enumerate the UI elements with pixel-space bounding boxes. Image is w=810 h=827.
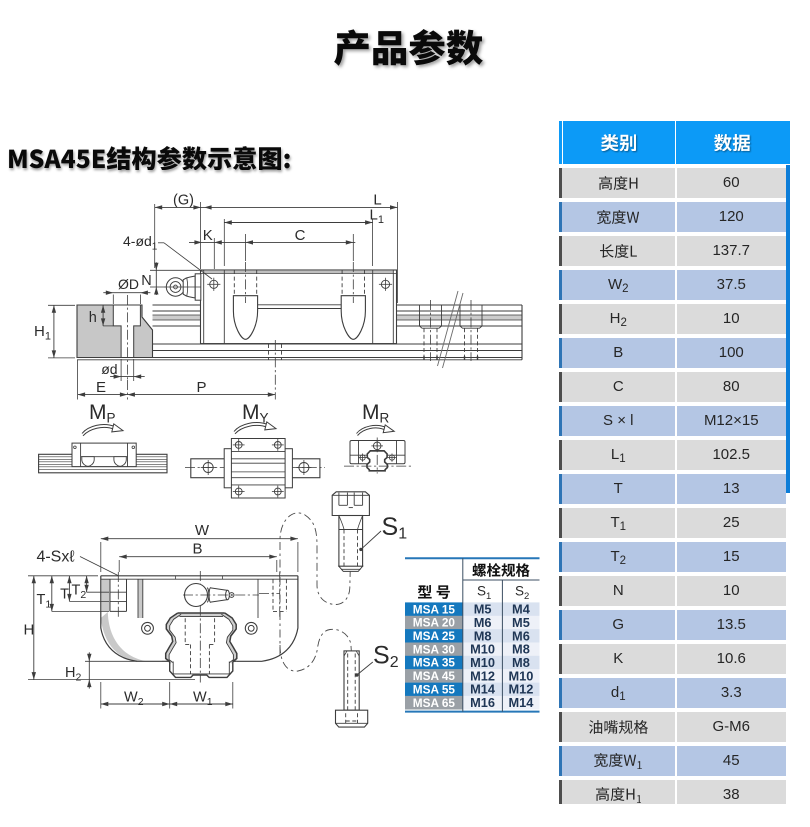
svg-text:H2: H2 [65, 665, 81, 684]
svg-text:T1: T1 [37, 592, 52, 611]
svg-text:C: C [295, 227, 306, 244]
svg-text:E: E [96, 379, 106, 396]
svg-text:MSA 25: MSA 25 [413, 629, 456, 643]
svg-text:ød: ød [101, 361, 117, 377]
svg-text:H1: H1 [34, 323, 51, 343]
svg-text:S1: S1 [382, 513, 408, 543]
svg-text:h: h [89, 310, 97, 326]
svg-text:B: B [192, 541, 202, 558]
svg-text:M10: M10 [470, 655, 495, 670]
svg-text:H: H [24, 622, 35, 639]
svg-text:MP: MP [89, 401, 116, 426]
svg-text:MY: MY [242, 401, 269, 426]
svg-text:M12: M12 [470, 668, 495, 683]
svg-text:4-Sxℓ: 4-Sxℓ [36, 549, 74, 566]
svg-text:M14: M14 [470, 682, 496, 697]
svg-text:M14: M14 [508, 695, 534, 710]
svg-text:MSA 45: MSA 45 [413, 669, 456, 683]
svg-text:MSA 30: MSA 30 [413, 642, 456, 656]
svg-text:M4: M4 [512, 602, 531, 617]
svg-text:T2: T2 [72, 583, 87, 602]
svg-text:M12: M12 [508, 682, 533, 697]
svg-text:W1: W1 [193, 690, 213, 709]
svg-text:M10: M10 [508, 668, 533, 683]
svg-text:M5: M5 [474, 602, 492, 617]
svg-text:M6: M6 [512, 628, 530, 643]
svg-text:S2: S2 [515, 584, 529, 603]
svg-text:M5: M5 [512, 615, 530, 630]
svg-text:ØD: ØD [118, 276, 139, 292]
svg-text:M8: M8 [512, 642, 530, 657]
svg-text:S1: S1 [477, 584, 491, 603]
svg-text:MR: MR [362, 401, 390, 426]
svg-text:MSA 15: MSA 15 [413, 602, 456, 616]
svg-text:K: K [203, 227, 213, 244]
svg-text:L1: L1 [370, 207, 384, 227]
svg-text:W: W [195, 522, 210, 539]
svg-text:M10: M10 [470, 642, 495, 657]
svg-text:S2: S2 [373, 642, 399, 672]
svg-text:T: T [60, 587, 69, 603]
svg-text:M8: M8 [474, 628, 492, 643]
svg-text:M8: M8 [512, 655, 530, 670]
svg-text:M6: M6 [474, 615, 492, 630]
svg-text:N: N [141, 273, 151, 289]
svg-text:W2: W2 [124, 690, 144, 709]
svg-text:MSA 35: MSA 35 [413, 656, 456, 670]
svg-text:L: L [373, 192, 381, 209]
svg-text:MSA 20: MSA 20 [413, 616, 456, 630]
svg-text:MSA 65: MSA 65 [413, 696, 456, 710]
svg-text:(G): (G) [173, 193, 194, 209]
svg-text:4-ød1: 4-ød1 [123, 233, 158, 253]
svg-text:M16: M16 [470, 695, 495, 710]
svg-text:MSA 55: MSA 55 [413, 682, 456, 696]
svg-text:P: P [196, 379, 206, 396]
